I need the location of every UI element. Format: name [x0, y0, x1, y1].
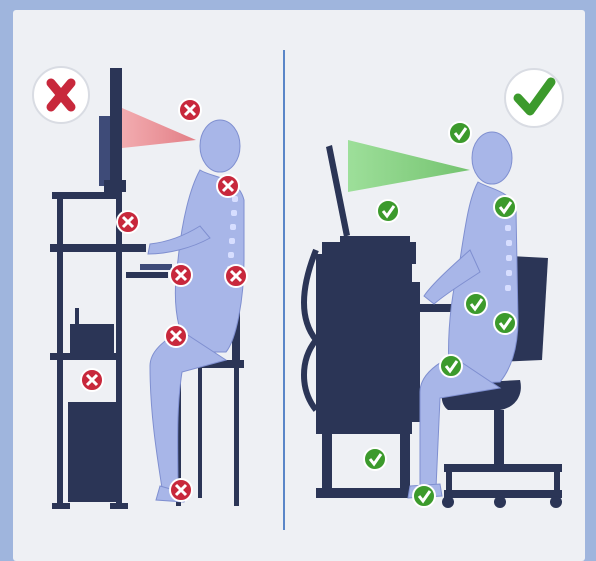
- red-x-icon: [165, 325, 187, 347]
- green-check-icon: [440, 355, 462, 377]
- pc-tower-bad: [68, 402, 118, 502]
- line-of-sight-good: [348, 140, 470, 192]
- green-check-icon: [413, 485, 435, 507]
- red-x-icon: [170, 264, 192, 286]
- green-check-icon: [494, 312, 516, 334]
- red-x-icon: [217, 175, 239, 197]
- green-check-icon: [377, 200, 399, 222]
- green-check-icon: [364, 448, 386, 470]
- red-x-icon: [117, 211, 139, 233]
- green-check-icon: [465, 293, 487, 315]
- keyboard-bad: [140, 264, 172, 270]
- red-x-badge: [33, 67, 89, 123]
- green-check-icon: [494, 196, 516, 218]
- incorrect-scene: [33, 67, 247, 509]
- red-x-icon: [170, 479, 192, 501]
- router-box: [70, 308, 114, 354]
- green-check-icon: [449, 122, 471, 144]
- correct-scene: [304, 69, 563, 508]
- desk-side-handles: [304, 250, 316, 410]
- monitor-bad: [99, 68, 126, 192]
- red-x-icon: [225, 265, 247, 287]
- green-check-badge: [505, 69, 563, 127]
- red-x-icon: [81, 369, 103, 391]
- red-x-icon: [179, 99, 201, 121]
